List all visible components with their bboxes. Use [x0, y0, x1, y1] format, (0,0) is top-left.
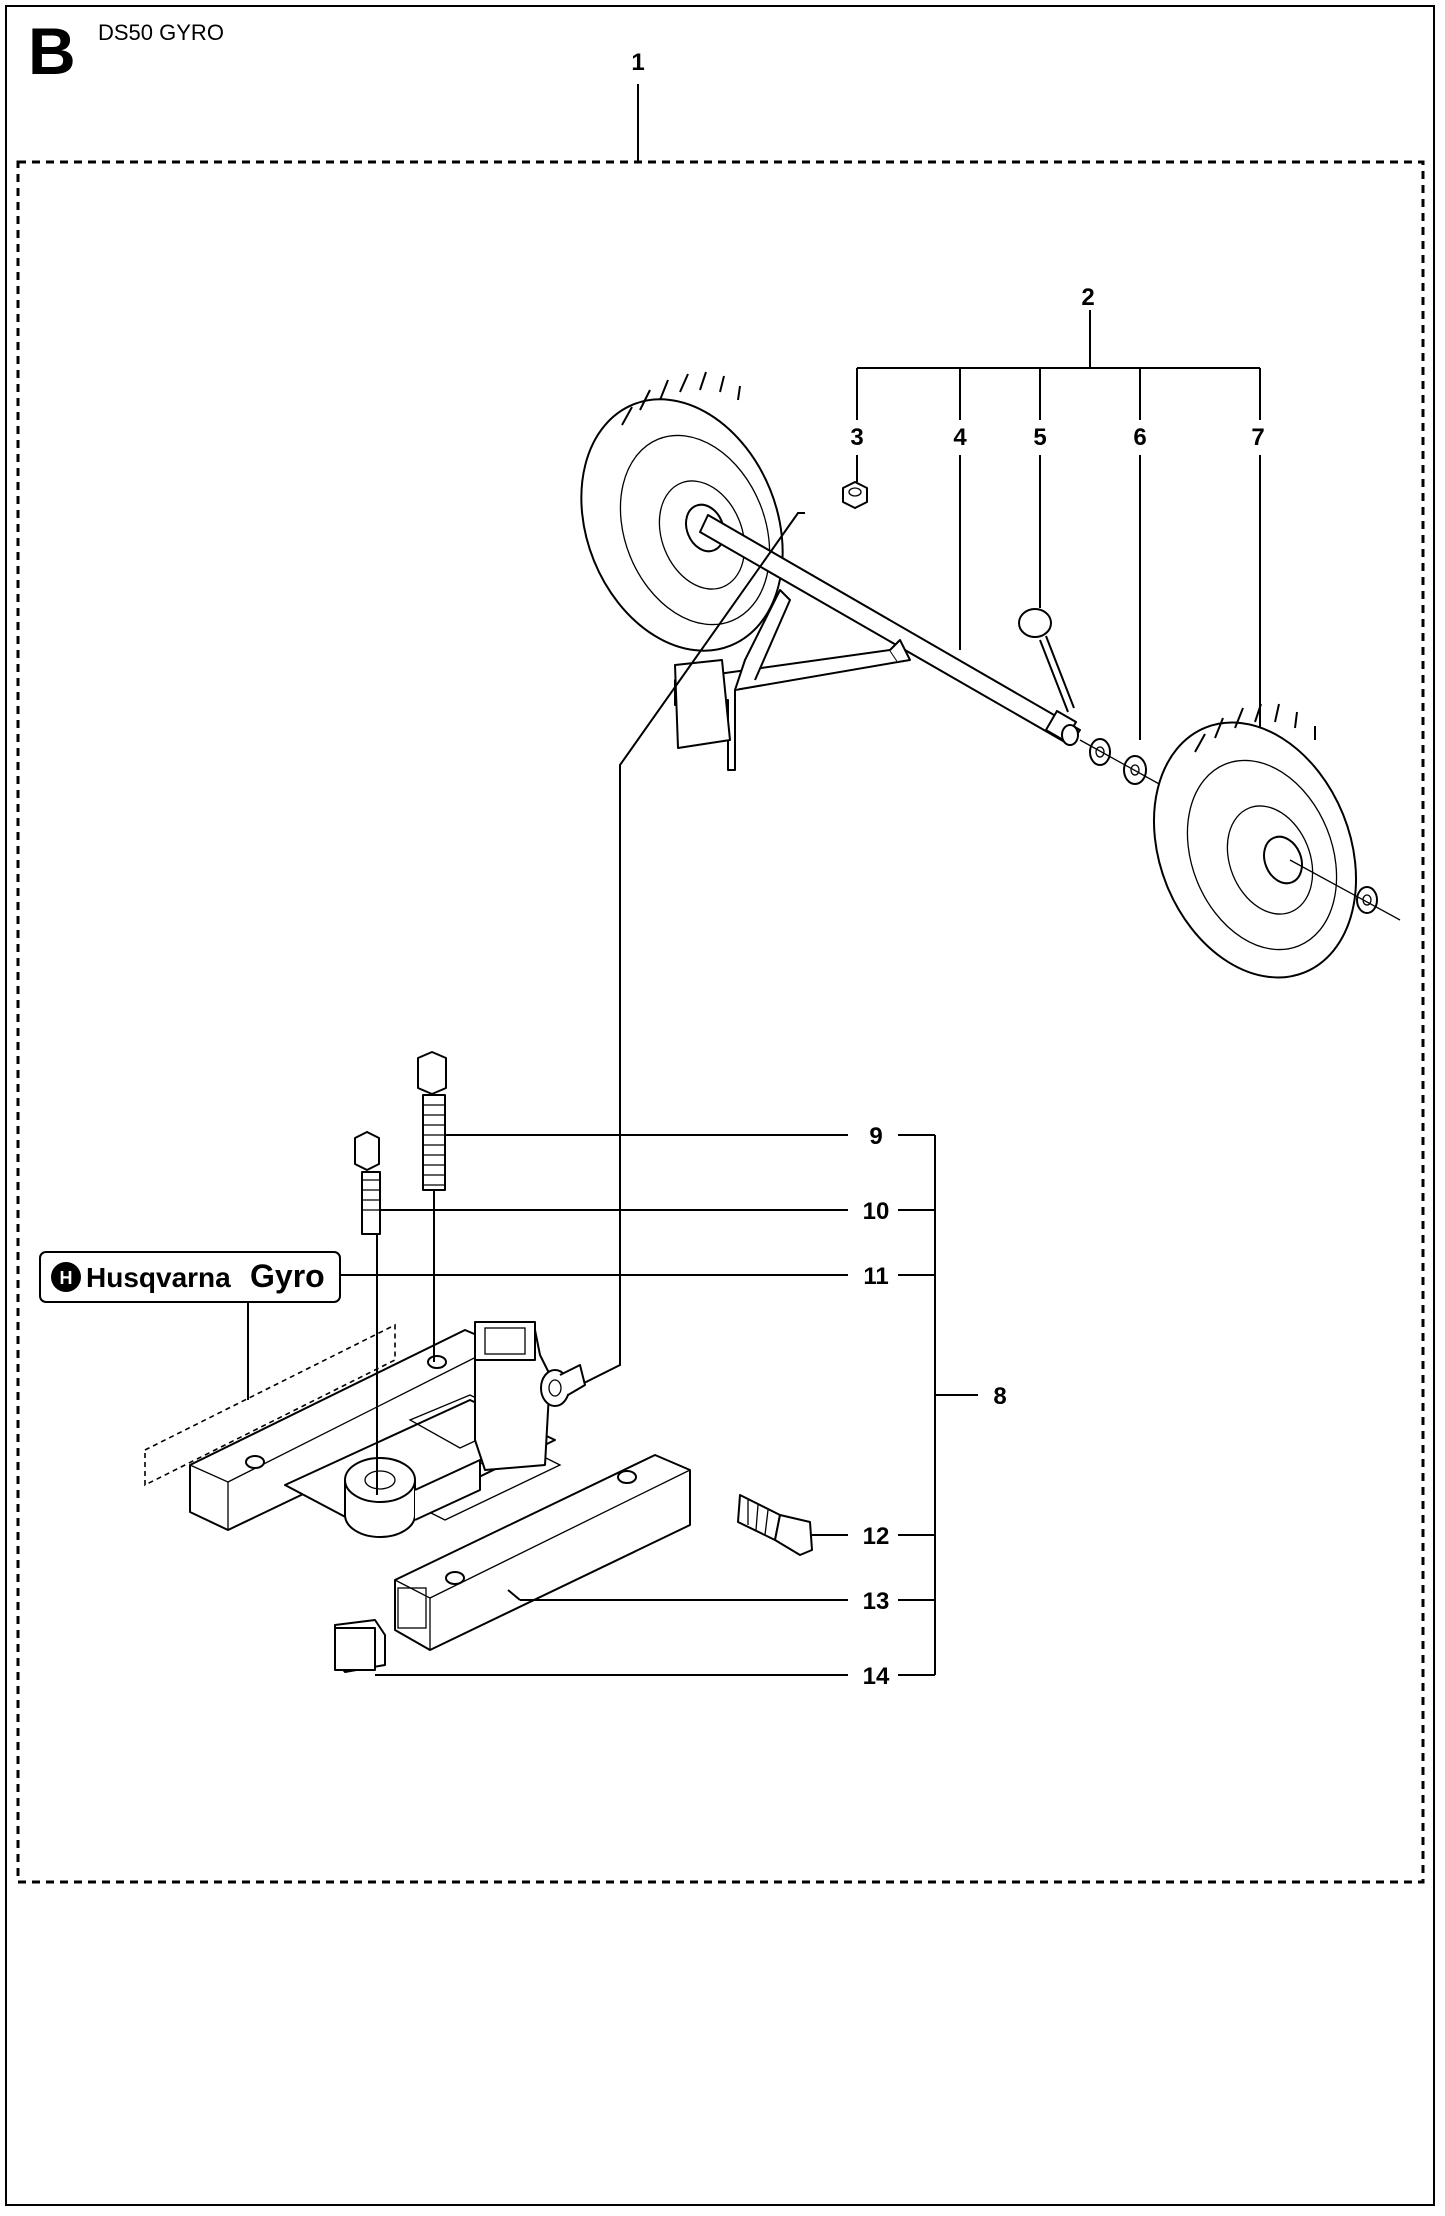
callout-12: 12 — [863, 1523, 890, 1550]
part-11-decal: H Husqvarna Gyro — [39, 1251, 341, 1400]
decal-placement-outline — [144, 1323, 396, 1487]
assembly-boundary — [16, 160, 1425, 1884]
part-3-nut — [842, 481, 868, 509]
callout-3: 3 — [850, 424, 863, 451]
part-7-right-wheel — [1152, 703, 1401, 979]
callout-7: 7 — [1251, 424, 1264, 451]
pivot-cup — [344, 1457, 481, 1538]
part-14-end-plug — [334, 1619, 386, 1673]
decal-brand-text: Husqvarna — [86, 1262, 231, 1293]
part-12-side-screw — [737, 1494, 813, 1556]
callout-13: 13 — [863, 1588, 890, 1615]
callout-6: 6 — [1133, 424, 1146, 451]
tow-frame — [674, 589, 911, 771]
left-wheel — [580, 371, 784, 652]
page-frame — [5, 5, 1435, 2206]
callout-1: 1 — [631, 49, 644, 76]
section-letter: B — [28, 14, 76, 88]
part-13-frame-rail — [394, 1454, 691, 1651]
part-5-lynch-pin — [1018, 608, 1075, 713]
callout-11: 11 — [863, 1263, 888, 1290]
callout-9: 9 — [869, 1123, 882, 1150]
callout-10: 10 — [863, 1198, 890, 1225]
part-9-bolt — [417, 1051, 447, 1362]
decal-product-text: Gyro — [250, 1258, 325, 1294]
upright-post — [474, 1321, 586, 1471]
model-title: DS50 GYRO — [98, 20, 224, 45]
axle-tube — [699, 514, 1081, 746]
svg-text:H: H — [60, 1268, 73, 1288]
wheel-axle-assembly — [580, 371, 1401, 979]
callout-5: 5 — [1033, 424, 1046, 451]
callout-2: 2 — [1081, 284, 1094, 311]
part-10-stud — [354, 1131, 381, 1495]
callout-8: 8 — [993, 1383, 1006, 1410]
callout-14: 14 — [863, 1663, 890, 1690]
base-frame-assembly — [144, 1321, 813, 1673]
callout-4: 4 — [953, 424, 967, 451]
part-6-washer-a — [1089, 738, 1111, 766]
